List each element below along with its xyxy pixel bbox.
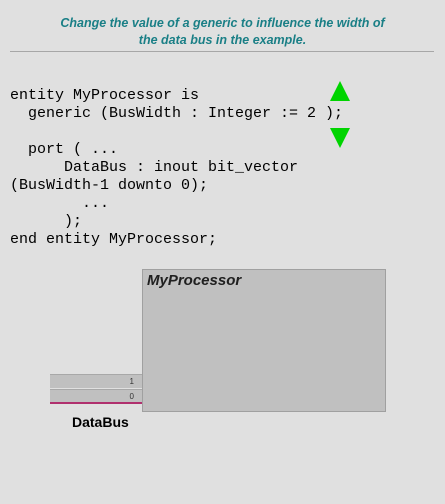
instruction-line-1: Change the value of a generic to influen… [60, 16, 385, 30]
processor-block-title: MyProcessor [147, 272, 242, 289]
processor-block: MyProcessor [142, 269, 386, 412]
instruction-line-2: the data bus in the example. [138, 33, 307, 47]
code-line-generic: generic (BusWidth : Integer := 2 ); [10, 105, 344, 122]
increase-buswidth-icon[interactable] [330, 81, 350, 101]
bus-bit-1: 1 [50, 374, 142, 388]
code-line-entity: entity MyProcessor is [10, 87, 200, 104]
databus-label: DataBus [72, 414, 129, 430]
code-line-end: end entity MyProcessor; [10, 231, 218, 248]
code-line-ellipsis: ... [10, 195, 110, 212]
divider [10, 51, 434, 52]
code-line-close: ); [10, 213, 83, 230]
bus-bit-0: 0 [50, 389, 142, 404]
instruction-header: Change the value of a generic to influen… [0, 15, 445, 49]
decrease-buswidth-icon[interactable] [330, 128, 350, 148]
code-line-databus: DataBus : inout bit_vector [10, 159, 299, 176]
code-line-port: port ( ... [10, 141, 119, 158]
code-line-range: (BusWidth-1 downto 0); [10, 177, 209, 194]
